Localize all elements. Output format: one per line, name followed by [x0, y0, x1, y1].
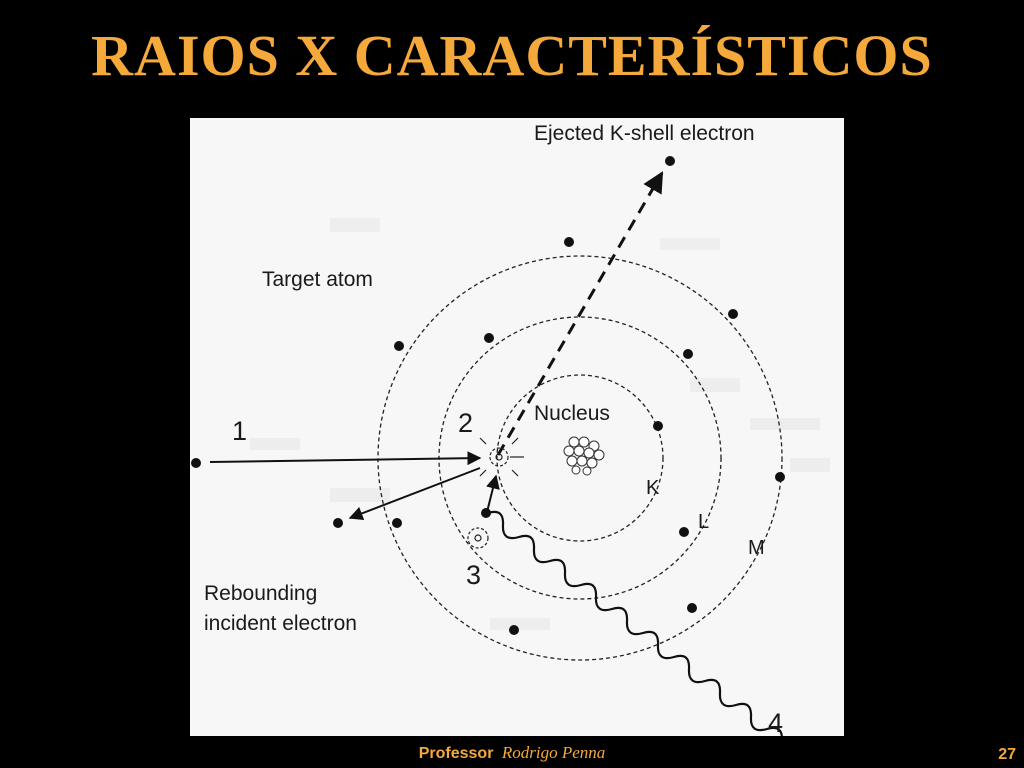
k-shell-vacancy [479, 437, 524, 477]
m-shell-orbit [377, 255, 783, 661]
m-shell-label: M [748, 537, 765, 559]
l-shell-vacancy [467, 527, 489, 549]
author-name: Rodrigo Penna [501, 743, 606, 762]
transition-arrow [485, 474, 500, 517]
nucleus-label: Nucleus [534, 402, 610, 425]
step-3-label: 3 [466, 560, 481, 590]
orbital-electrons [392, 237, 785, 635]
rebounding-label-line1: Rebounding [204, 582, 317, 605]
k-shell-orbit [496, 374, 664, 542]
x-ray-diagram: Ejected K-shell electron Target atom Nuc… [190, 118, 844, 736]
professor-label: Professor [418, 745, 494, 762]
ejected-electron-path [496, 171, 664, 456]
x-ray-photon-wave [487, 510, 783, 736]
slide-title: RAIOS X CARACTERÍSTICOS [91, 23, 933, 88]
ejected-electron-label: Ejected K-shell electron [534, 122, 755, 145]
step-2-label: 2 [458, 408, 473, 438]
atom-diagram-svg: Ejected K-shell electron Target atom Nuc… [191, 122, 830, 736]
nucleus [563, 436, 605, 476]
k-shell-label: K [646, 477, 660, 499]
incident-electron-path [209, 451, 482, 466]
rebounding-electron [333, 518, 343, 528]
l-shell-label: L [698, 511, 709, 533]
step-4-label: 4 [768, 708, 783, 736]
step-1-label: 1 [232, 416, 247, 446]
footer: Professor Rodrigo Penna [0, 743, 1024, 763]
rebounding-label-line2: incident electron [204, 612, 357, 635]
page-number: 27 [998, 746, 1016, 763]
rebounding-electron-path [348, 467, 481, 521]
incident-electron [191, 458, 201, 468]
target-atom-label: Target atom [262, 268, 373, 291]
ejected-electron [665, 156, 675, 166]
